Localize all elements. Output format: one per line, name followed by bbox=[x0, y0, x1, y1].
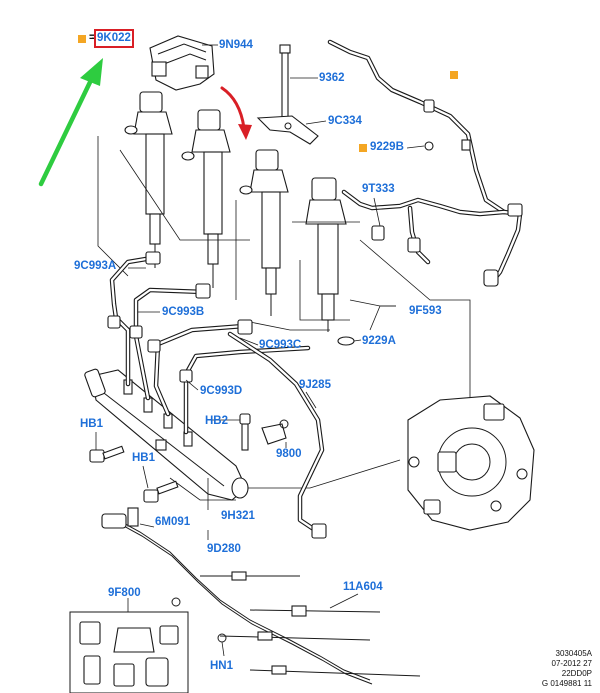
reference-line-2: 07-2012 27 bbox=[551, 659, 592, 668]
label-9229a[interactable]: 9229A bbox=[362, 335, 396, 347]
seal-kit-box bbox=[69, 611, 189, 693]
label-9f593[interactable]: 9F593 bbox=[409, 305, 442, 317]
label-9k022[interactable]: 9K022 bbox=[94, 29, 134, 48]
marker-equals: = bbox=[89, 32, 96, 44]
injector-1 bbox=[124, 91, 173, 268]
fuel-injection-pump bbox=[407, 395, 535, 531]
bolt-9362 bbox=[279, 44, 291, 124]
label-9f800[interactable]: 9F800 bbox=[108, 587, 141, 599]
label-9d280[interactable]: 9D280 bbox=[207, 543, 241, 555]
return-hose bbox=[327, 39, 523, 287]
clamp-9c334 bbox=[256, 115, 319, 145]
marker-square bbox=[450, 71, 458, 79]
reference-line-3: 22DD0P bbox=[561, 669, 592, 678]
harness-connector bbox=[149, 35, 215, 91]
fuel-rail bbox=[84, 368, 249, 501]
label-hb1-upper[interactable]: HB1 bbox=[80, 418, 104, 430]
rail-bolt-1 bbox=[89, 445, 125, 463]
label-hb2[interactable]: HB2 bbox=[205, 415, 229, 427]
label-9c993b[interactable]: 9C993B bbox=[162, 306, 205, 318]
label-9n944[interactable]: 9N944 bbox=[219, 39, 253, 51]
label-9800[interactable]: 9800 bbox=[276, 448, 302, 460]
label-9c993c[interactable]: 9C993C bbox=[259, 339, 302, 351]
label-6m091[interactable]: 6M091 bbox=[155, 516, 191, 528]
label-hb1-lower[interactable]: HB1 bbox=[132, 452, 156, 464]
injector-2 bbox=[181, 109, 231, 288]
marker-square bbox=[78, 35, 86, 43]
glow-plug-harness bbox=[101, 507, 373, 685]
clip-9800 bbox=[261, 419, 289, 445]
injector-4 bbox=[305, 177, 355, 346]
label-9c993d[interactable]: 9C993D bbox=[200, 385, 243, 397]
label-9h321[interactable]: 9H321 bbox=[221, 510, 255, 522]
reference-line-1: 3030405A bbox=[555, 649, 592, 658]
label-hn1[interactable]: HN1 bbox=[210, 660, 234, 672]
label-11a604[interactable]: 11A604 bbox=[343, 581, 383, 593]
green-pointer-arrow bbox=[38, 58, 103, 187]
hp-pipes bbox=[107, 251, 327, 539]
drawing-reference-codes: 3030405A 07-2012 27 22DD0P G 0149881 11 bbox=[542, 649, 592, 689]
label-9362[interactable]: 9362 bbox=[319, 72, 345, 84]
leader-lines bbox=[92, 37, 425, 657]
bolt-hb2 bbox=[239, 413, 251, 451]
label-9c993a[interactable]: 9C993A bbox=[74, 260, 117, 272]
reference-line-4: G 0149881 11 bbox=[541, 679, 592, 688]
injector-3 bbox=[239, 149, 289, 316]
label-9c334[interactable]: 9C334 bbox=[328, 115, 362, 127]
red-curved-arrow bbox=[220, 86, 252, 140]
rail-bolt-2 bbox=[143, 480, 179, 503]
label-9j285[interactable]: 9J285 bbox=[299, 379, 331, 391]
label-9t333[interactable]: 9T333 bbox=[362, 183, 395, 195]
glow-plugs bbox=[171, 571, 421, 677]
marker-square bbox=[359, 144, 367, 152]
label-9229b[interactable]: 9229B bbox=[370, 141, 404, 153]
